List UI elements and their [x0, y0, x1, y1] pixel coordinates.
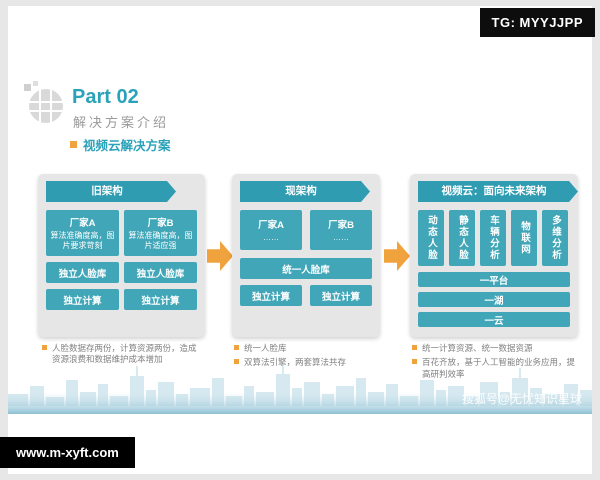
section-title: 视频云解决方案 — [83, 139, 171, 153]
bullet-square-icon — [70, 141, 77, 148]
platform-bar: 一平台 — [418, 272, 570, 287]
notes-current-architecture: 统一人脸库 双算法引擎，两套算法共存 — [234, 343, 380, 372]
face-db-box: 独立人脸库 — [46, 262, 119, 283]
note-item: 统一人脸库 — [234, 343, 380, 354]
note-bullet-icon — [412, 359, 417, 365]
vendor-a-name: 厂家A — [258, 220, 284, 231]
slide-background: Part 02 解决方案介绍 视频云解决方案 旧架构 厂家A 算法准确度高，图片… — [8, 6, 592, 474]
city-skyline-graphic — [8, 364, 592, 414]
vendor-b-box: 厂家B …… — [310, 210, 372, 250]
compute-box: 独立计算 — [46, 289, 119, 310]
vendor-b-name: 厂家B — [147, 218, 174, 229]
note-item: 人脸数据存两份，计算资源两份，造成资源浪费和数据维护成本增加 — [42, 343, 202, 366]
unified-face-db-box: 统一人脸库 — [240, 258, 372, 279]
pillar-box: 多维分析 — [542, 210, 568, 266]
compute-box: 独立计算 — [124, 289, 197, 310]
panel-current-architecture: 现架构 厂家A …… 厂家B …… 统一人脸库 独立计算 独立计算 — [232, 174, 380, 337]
note-bullet-icon — [42, 345, 47, 350]
note-text: 百花齐放，基于人工智能的业务应用，提高研判效率 — [422, 357, 576, 379]
part-title: Part 02 — [72, 86, 139, 108]
puzzle-sphere-logo — [24, 81, 63, 123]
note-text: 统一计算资源、统一数据资源 — [422, 343, 533, 353]
vendor-a-box: 厂家A …… — [240, 210, 302, 250]
arrow-right-icon — [207, 241, 233, 271]
pillar-box: 车辆分析 — [480, 210, 506, 266]
note-bullet-icon — [412, 345, 417, 350]
compute-box: 独立计算 — [240, 285, 302, 306]
arrow-right-icon — [384, 241, 410, 271]
panel-future-architecture-title: 视频云：面向未来架构 — [418, 181, 578, 202]
compute-box: 独立计算 — [310, 285, 372, 306]
note-item: 统一计算资源、统一数据资源 — [412, 343, 578, 354]
vendor-b-name: 厂家B — [328, 220, 354, 231]
face-db-box: 独立人脸库 — [124, 262, 197, 283]
watermark-text: 搜狐号@无忧知识星球 — [461, 392, 582, 406]
note-bullet-icon — [234, 345, 239, 350]
panel-future-architecture: 视频云：面向未来架构 动态人脸 静态人脸 车辆分析 物联网 多维分析 一平台 一… — [410, 174, 578, 337]
lake-bar: 一湖 — [418, 292, 570, 307]
website-badge: www.m-xyft.com — [0, 437, 135, 468]
pillar-box: 物联网 — [511, 210, 537, 266]
note-text: 人脸数据存两份，计算资源两份，造成资源浪费和数据维护成本增加 — [52, 343, 197, 365]
notes-future-architecture: 统一计算资源、统一数据资源 百花齐放，基于人工智能的业务应用，提高研判效率 — [412, 343, 578, 383]
notes-old-architecture: 人脸数据存两份，计算资源两份，造成资源浪费和数据维护成本增加 — [42, 343, 202, 369]
vendor-a-desc: …… — [263, 233, 279, 242]
tg-contact-badge: TG: MYYJJPP — [479, 8, 595, 37]
panel-old-architecture-title: 旧架构 — [46, 181, 176, 202]
cloud-bar: 一云 — [418, 312, 570, 327]
vendor-b-desc: …… — [333, 233, 349, 242]
note-text: 双算法引擎，两套算法共存 — [244, 357, 347, 368]
panel-current-architecture-title: 现架构 — [240, 181, 370, 202]
pillar-box: 静态人脸 — [449, 210, 475, 266]
note-item: 百花齐放，基于人工智能的业务应用，提高研判效率 — [412, 357, 578, 380]
section-title-row: 视频云解决方案 — [70, 135, 171, 154]
vendor-b-desc: 算法准确度高，图片适应强 — [128, 231, 193, 250]
vendor-a-name: 厂家A — [69, 218, 96, 229]
vendor-b-box: 厂家B 算法准确度高，图片适应强 — [124, 210, 197, 256]
note-item: 双算法引擎，两套算法共存 — [234, 357, 380, 368]
note-bullet-icon — [234, 359, 239, 365]
part-subtitle: 解决方案介绍 — [73, 115, 170, 130]
vendor-a-box: 厂家A 算法准确度高，图片要求苛刻 — [46, 210, 119, 256]
vendor-a-desc: 算法准确度高，图片要求苛刻 — [50, 231, 115, 250]
pillar-box: 动态人脸 — [418, 210, 444, 266]
panel-old-architecture: 旧架构 厂家A 算法准确度高，图片要求苛刻 厂家B 算法准确度高，图片适应强 独… — [38, 174, 205, 337]
note-text: 统一人脸库 — [244, 343, 287, 353]
